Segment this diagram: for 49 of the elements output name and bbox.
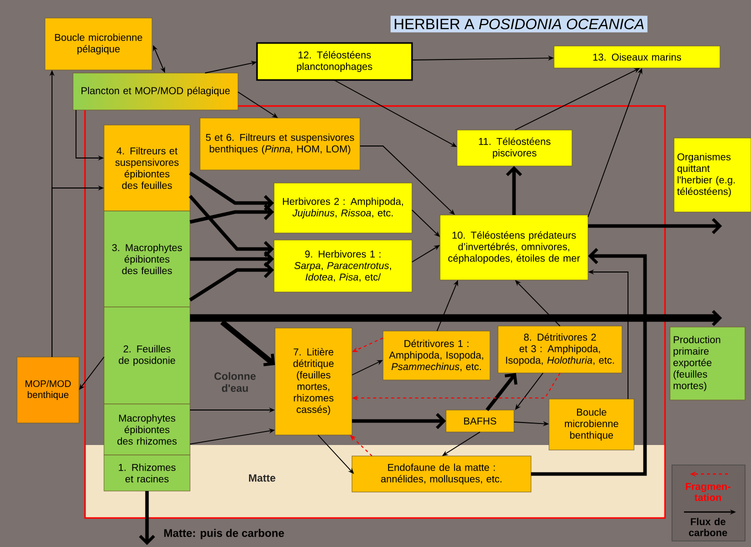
- compartment-box: 4. Filtreurs et suspensivores épibiontes des feuilles: [104, 124, 190, 212]
- arrow: [352, 412, 446, 430]
- compartment-box: 13. Oiseaux marins: [554, 46, 720, 68]
- arrow: [220, 320, 275, 366]
- arrow: [506, 166, 522, 215]
- arrow: [189, 172, 274, 212]
- compartment-box: Boucle microbienne pélagique: [44, 18, 152, 70]
- arrow: [190, 204, 274, 224]
- compartment-box: 5 et 6. Filtreurs et suspensivores benthiques (Pinna, HOM, LOM): [200, 118, 360, 170]
- compartment-box: 9. Herbivores 1 : Sarpa, Paracentrotus, Idotea, Pisa, etc/: [274, 240, 412, 292]
- arrow: [412, 210, 440, 237]
- arrow: [189, 262, 274, 302]
- compartment-box: Boucle microbienne benthique: [548, 398, 634, 450]
- arrow: [360, 146, 455, 215]
- arrow: [318, 434, 354, 474]
- compartment-box: Endofaune de la matte : annélides, mollusques, etc.: [352, 456, 532, 492]
- compartment-box: 3. Macrophytes épibiontes des feuilles: [104, 210, 190, 308]
- legend-label: Fragmen- tation: [686, 483, 730, 501]
- title: HERBIER A POSIDONIA OCEANICA: [390, 16, 648, 32]
- compartment-box: Plancton et MOP/MOD pélagique: [72, 72, 238, 110]
- compartment-box: Production primaire exportée (feuilles mortes): [670, 326, 746, 400]
- arrow: [190, 250, 274, 268]
- arrow: [138, 491, 156, 546]
- arrow: [515, 280, 560, 326]
- edge-label: Matte: puis de carbone: [164, 528, 284, 540]
- compartment-box: 8. Détritivores 2 et 3 : Amphipoda, Isopoda, Holothuria, etc.: [498, 326, 622, 374]
- zone-label: Colonne d'eau: [214, 372, 256, 392]
- compartment-box: 12. Téléostéens planctonophages: [256, 42, 413, 81]
- compartment-box: 2. Feuilles de posidonie: [104, 306, 190, 404]
- compartment-box: 10. Téléostéens prédateurs d’invertébrés, omnivores, céphalopodes, étoiles de mer: [440, 214, 588, 280]
- arrow: [515, 372, 544, 410]
- compartment-box: 1. Rhizomes et racines: [104, 454, 190, 492]
- arrow: [486, 373, 518, 412]
- compartment-box: BAFHS: [446, 410, 514, 432]
- arrow: [190, 310, 722, 326]
- zone-label: Matte: [249, 474, 276, 482]
- compartment-box: Macrophytes épibiontes des rhizomes: [104, 404, 190, 456]
- arrow: [588, 218, 722, 234]
- legend-label: Flux de carbone: [688, 518, 728, 536]
- compartment-box: MOP/MOD benthique: [16, 356, 80, 424]
- compartment-box: Herbivores 2 : Amphipoda, Jujubinus, Rissoa, etc.: [274, 182, 412, 234]
- arrow: [350, 435, 372, 456]
- compartment-box: Détritivores 1 : Amphipoda, Isopoda, Psammechinus, etc.: [382, 330, 490, 380]
- arrow: [531, 248, 647, 476]
- compartment-box: 11. Téléostéens piscivores: [456, 130, 572, 166]
- compartment-box: Organismes quittant l'herbier (e.g. téléostéens): [674, 138, 751, 212]
- arrow: [188, 194, 274, 258]
- arrow: [79, 356, 104, 390]
- compartment-box: 7. Litière détritique (feuilles mortes, rhizomes cassés): [274, 328, 352, 436]
